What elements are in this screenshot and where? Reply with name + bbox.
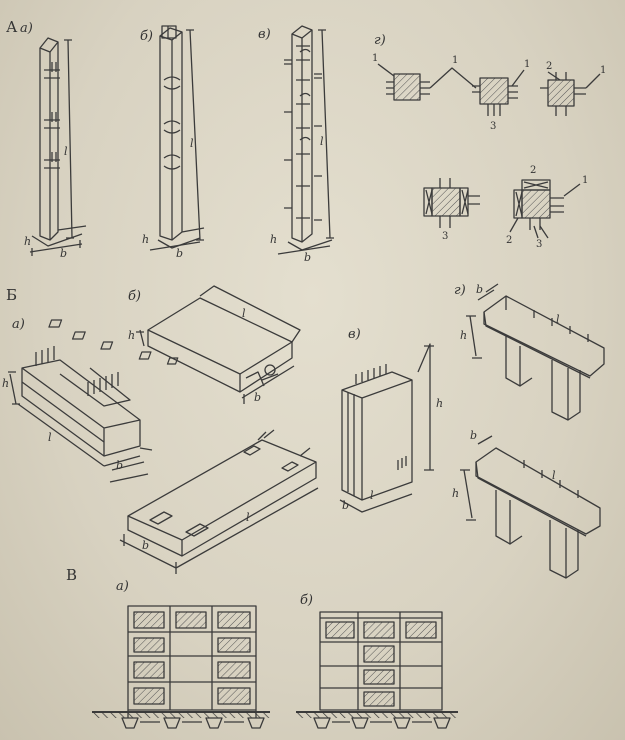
wall-elevation-b [296, 611, 458, 729]
dim-b-column-v: b [304, 251, 312, 264]
dim-h-column-b: h [142, 233, 150, 246]
callout-2-lower-top: 2 [530, 165, 537, 176]
dim-h-frame-upper: h [460, 329, 468, 342]
dim-b-slab-lower: b [142, 539, 150, 552]
dim-l-panel: l [370, 489, 374, 502]
dim-l-frame-lower: l [552, 469, 556, 482]
callout-3-lower-right: 3 [536, 239, 543, 250]
sub-label-v-panel: в) [348, 327, 361, 342]
slab-b-lower [119, 429, 319, 574]
callout-1-middle: 1 [452, 55, 459, 66]
dim-h-column-v: h [270, 233, 278, 246]
dim-b-slab-upper: b [254, 391, 262, 404]
dim-h-panel: h [436, 397, 444, 410]
sub-label-b-columns: б) [140, 29, 154, 44]
callout-1-right: 1 [524, 59, 531, 70]
dim-b-frame-lower: b [470, 429, 478, 442]
dim-l-slab-lower: l [246, 511, 250, 524]
dim-l-beam-a: l [48, 431, 52, 444]
column-v [277, 25, 334, 255]
callout-2-lower-left: 2 [506, 235, 513, 246]
callout-2-top-right: 2 [546, 61, 553, 72]
dim-b-beam-a: b [116, 459, 124, 472]
frame-g-upper [466, 283, 605, 421]
dim-l-column-v: l [320, 135, 324, 148]
beam-a [8, 346, 153, 483]
dim-l-slab-upper: l [242, 307, 246, 320]
section-label-b: Б [6, 286, 18, 304]
dim-h-beam-a: h [2, 377, 10, 390]
dim-h-column-a: h [24, 235, 32, 248]
sub-label-v-columns: в) [258, 27, 271, 42]
sub-label-g-joints: г) [374, 33, 386, 48]
sub-label-g-frame: г) [454, 283, 466, 298]
sub-label-b-slab: б) [128, 289, 142, 304]
wall-panel-v [339, 343, 434, 513]
wall-elevation-a [92, 605, 270, 729]
dim-h-slab-upper: h [128, 329, 136, 342]
dim-b-frame-upper: b [476, 283, 484, 296]
dim-l-frame-upper: l [556, 313, 560, 326]
dim-b-column-b: b [176, 247, 184, 260]
sub-label-a-wall: а) [116, 579, 129, 594]
callout-1-left: 1 [372, 53, 379, 64]
dim-b-panel: b [342, 499, 350, 512]
joint-sections [377, 63, 601, 239]
sub-label-a-columns: а) [20, 21, 33, 36]
section-label-a: А [6, 18, 18, 36]
callout-3-middle: 3 [490, 121, 497, 132]
dim-h-frame-lower: h [452, 487, 460, 500]
slab-b-upper [48, 285, 301, 404]
section-label-v: В [66, 566, 78, 584]
sub-label-a-beam: а) [12, 317, 25, 332]
dim-l-column-a: l [64, 145, 68, 158]
frame-g-lower [460, 435, 601, 579]
callout-1-far-right: 1 [600, 65, 607, 76]
dim-b-column-a: b [60, 247, 68, 260]
callout-3-lower-left: 3 [442, 231, 449, 242]
dim-l-column-b: l [190, 137, 194, 150]
column-b [149, 25, 205, 251]
sub-label-b-wall: б) [300, 593, 314, 608]
callout-1-lower-right: 1 [582, 175, 589, 186]
column-a [29, 37, 87, 256]
